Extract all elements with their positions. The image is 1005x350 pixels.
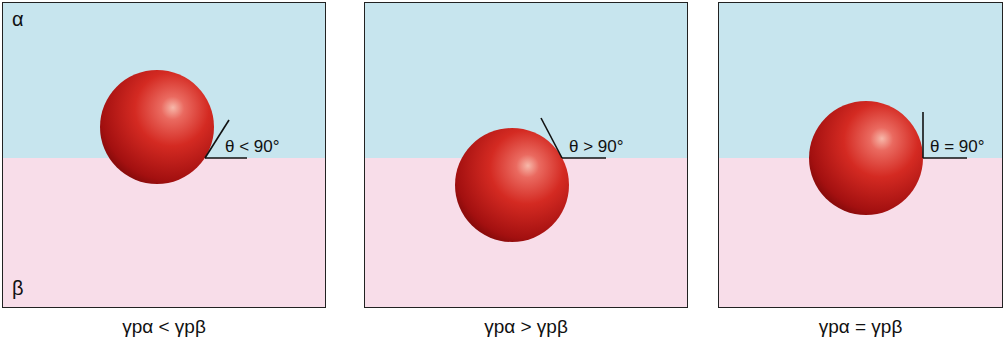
tension-caption: γpα > γpβ: [364, 316, 688, 339]
particle-sphere: [455, 128, 569, 242]
interface-line: [205, 157, 247, 159]
particle-sphere: [809, 101, 923, 215]
tension-caption: γpα = γpβ: [718, 316, 1003, 339]
tangent-line: [541, 118, 562, 158]
angle-label: θ < 90°: [225, 137, 280, 157]
interface-line: [562, 157, 606, 159]
phase-panel: θ = 90°: [718, 2, 1003, 308]
angle-label: θ = 90°: [930, 137, 985, 157]
tension-caption: γpα < γpβ: [2, 316, 326, 339]
phase-label: α: [12, 8, 24, 31]
particle-sphere: [100, 70, 214, 184]
interface-line: [923, 157, 967, 159]
tangent-line: [922, 112, 924, 158]
phase-label: β: [12, 277, 24, 300]
phase-panel: α θ < 90° β: [2, 2, 326, 308]
angle-label: θ > 90°: [569, 137, 624, 157]
phase-panel: θ > 90°: [364, 2, 688, 308]
